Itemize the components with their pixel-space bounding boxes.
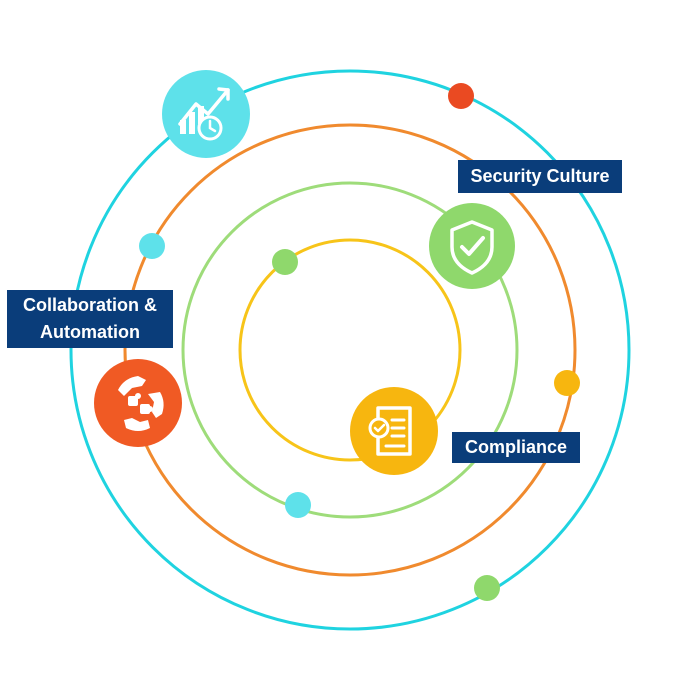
puzzle-hands-icon <box>94 359 182 447</box>
collaboration-label-line2: Automation <box>40 322 140 342</box>
yellow-ring <box>238 238 462 462</box>
collaboration-automation-label: Collaboration & Automation <box>7 290 173 348</box>
yellow-dot-right <box>554 370 580 396</box>
cyan-dot-bottom <box>285 492 311 518</box>
cyan-dot-left <box>139 233 165 259</box>
document-check-icon <box>350 387 438 475</box>
green-dot-inner <box>272 249 298 275</box>
shield-check-icon <box>429 203 515 289</box>
collaboration-label-line1: Collaboration & <box>23 295 157 315</box>
outer-ring <box>69 69 631 631</box>
red-dot <box>448 83 474 109</box>
security-culture-label: Security Culture <box>458 160 622 193</box>
compliance-label: Compliance <box>452 432 580 463</box>
green-dot-bottom <box>474 575 500 601</box>
green-ring <box>181 181 519 519</box>
growth-chart-clock-icon <box>162 70 250 158</box>
orange-ring <box>123 123 577 577</box>
